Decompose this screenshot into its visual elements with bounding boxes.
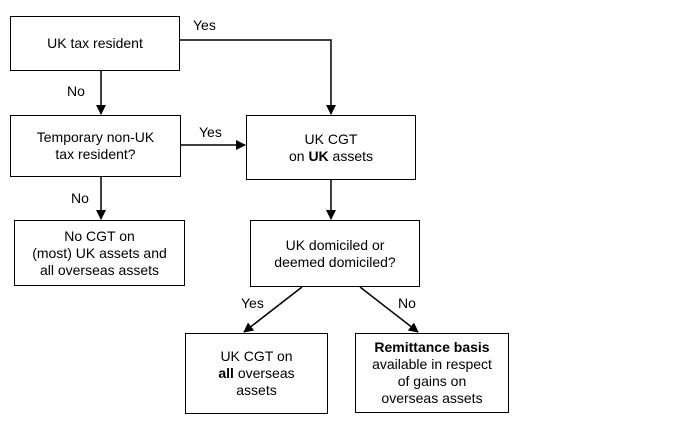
label-resident-no: No bbox=[67, 83, 85, 99]
label-temporary-no: No bbox=[71, 190, 89, 206]
node-uk-cgt-uk-assets-line2: on UK assets bbox=[289, 148, 373, 165]
node-uk-cgt-overseas: UK CGT on all overseas assets bbox=[185, 333, 328, 414]
node-uk-cgt-overseas-line2-bold: all bbox=[218, 365, 234, 381]
node-uk-cgt-overseas-line2-post: overseas bbox=[233, 365, 295, 381]
node-no-cgt-line1: No CGT on bbox=[64, 227, 135, 244]
node-remittance-basis-line4: overseas assets bbox=[381, 390, 483, 406]
node-uk-cgt-overseas-line1: UK CGT on bbox=[220, 348, 293, 364]
arrow-resident-to-uk-cgt bbox=[180, 39, 336, 115]
node-no-cgt: No CGT on (most) UK assets and all overs… bbox=[14, 220, 185, 286]
node-uk-cgt-uk-assets-line2-pre: on bbox=[288, 147, 309, 164]
node-uk-cgt-uk-assets: UK CGT on UK assets bbox=[246, 115, 416, 180]
node-uk-cgt-overseas-line3: assets bbox=[236, 382, 277, 398]
node-uk-cgt-overseas-line2: all overseas bbox=[218, 365, 294, 382]
node-remittance-basis: Remittance basis available in respect of… bbox=[355, 333, 509, 413]
node-remittance-basis-line3: of gains on bbox=[397, 373, 467, 389]
node-uk-domiciled: UK domiciled or deemed domiciled? bbox=[250, 220, 420, 287]
node-temporary-non-uk-line2: tax resident? bbox=[55, 146, 136, 162]
node-uk-domiciled-line2: deemed domiciled? bbox=[274, 253, 396, 270]
node-uk-tax-resident: UK tax resident bbox=[10, 16, 180, 71]
node-uk-tax-resident-text: UK tax resident bbox=[47, 35, 143, 51]
node-uk-cgt-uk-assets-line2-post: assets bbox=[328, 147, 374, 164]
node-remittance-basis-line2: available in respect bbox=[372, 356, 492, 372]
node-uk-cgt-uk-assets-line1: UK CGT bbox=[304, 130, 358, 147]
arrow-domiciled-to-remittance bbox=[359, 286, 419, 333]
node-uk-cgt-uk-assets-line2-bold: UK bbox=[308, 147, 329, 164]
label-domiciled-yes: Yes bbox=[241, 295, 264, 311]
node-no-cgt-line2: (most) UK assets and bbox=[32, 244, 167, 261]
node-uk-domiciled-line1: UK domiciled or bbox=[285, 236, 385, 253]
node-temporary-non-uk: Temporary non-UK tax resident? bbox=[10, 115, 181, 177]
label-temporary-yes: Yes bbox=[199, 124, 222, 140]
node-temporary-non-uk-line1: Temporary non-UK bbox=[36, 129, 155, 145]
arrow-domiciled-to-overseas-cgt bbox=[243, 286, 303, 333]
node-remittance-basis-line1: Remittance basis bbox=[374, 339, 490, 355]
label-resident-yes: Yes bbox=[193, 17, 216, 33]
node-no-cgt-line3: all overseas assets bbox=[39, 261, 160, 278]
label-domiciled-no: No bbox=[398, 295, 416, 311]
